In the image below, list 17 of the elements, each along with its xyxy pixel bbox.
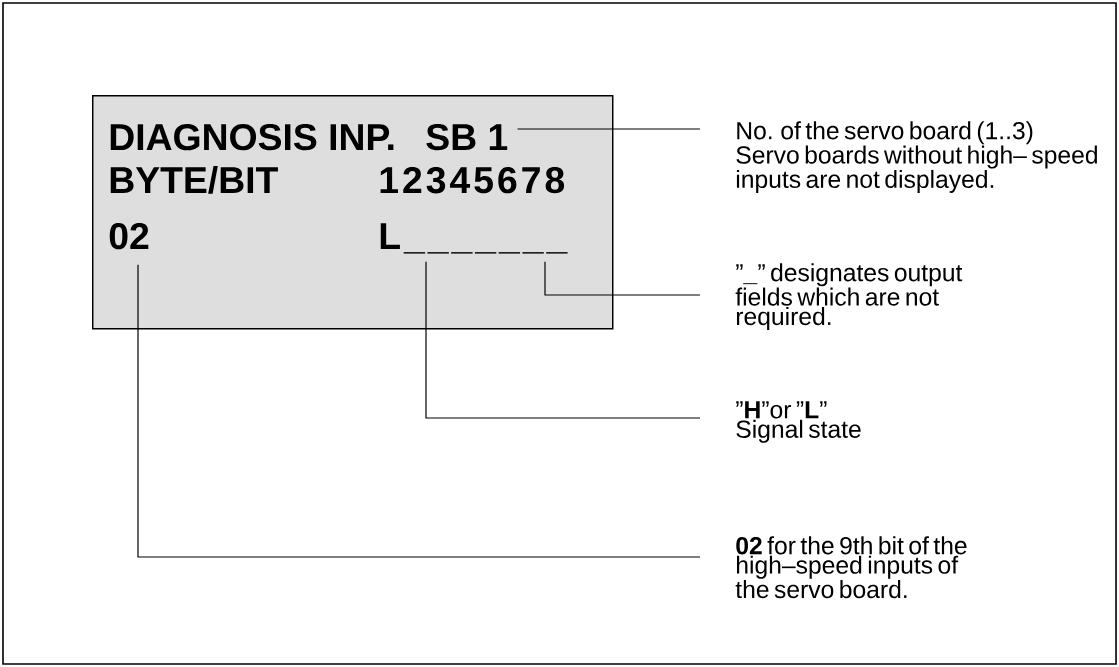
annotation-text: Servo boards without high– speed inputs are not displayed. [736, 145, 1097, 193]
leader-line [516, 128, 701, 130]
annotation-text: ”_” designates output fields which are not required. [735, 263, 963, 331]
display-text: SB 1 [426, 123, 508, 151]
leader-line [544, 261, 701, 296]
annotation-text: 02 for the 9th bit of the high–speed inputs of the servo board. [735, 536, 967, 599]
display-text: BYTE/BIT [110, 165, 278, 194]
annotation-text: Signal state [736, 419, 861, 443]
leader-line [137, 264, 701, 558]
annotation-text: ”H”or ”L” [736, 401, 827, 419]
display-text: 02 [109, 222, 149, 250]
display-text: 12345678 [380, 166, 565, 194]
leader-line [425, 261, 701, 419]
annotation-text: No. of the servo board (1..3) [737, 121, 1033, 145]
display-text: DIAGNOSIS INP. [110, 123, 394, 151]
display-screen [92, 95, 614, 330]
display-text: L_______ [380, 223, 568, 254]
